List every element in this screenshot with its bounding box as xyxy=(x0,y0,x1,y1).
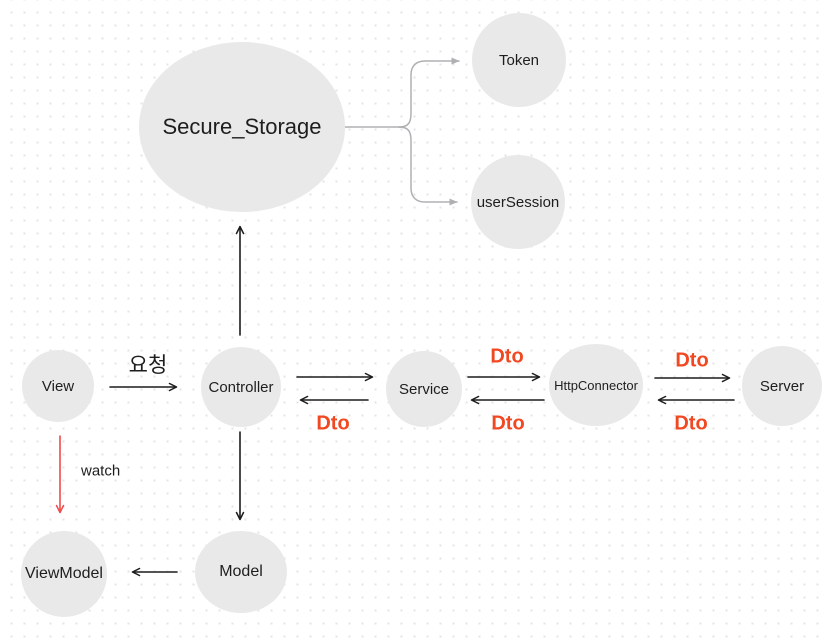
edge-label-dto-server-to-connector[interactable]: Dto xyxy=(674,412,708,435)
node-viewmodel-label: ViewModel xyxy=(25,565,103,582)
node-httpconnector[interactable]: HttpConnector xyxy=(549,344,643,426)
node-secure-storage-label: Secure_Storage xyxy=(162,114,322,139)
node-secure-storage[interactable]: Secure_Storage xyxy=(139,42,345,212)
node-server-label: Server xyxy=(759,377,805,395)
node-controller-label: Controller xyxy=(208,378,274,396)
node-viewmodel[interactable]: ViewModel xyxy=(21,531,107,617)
edge-label-dto-service-to-controller[interactable]: Dto xyxy=(316,412,350,435)
edge-label-watch[interactable]: watch xyxy=(81,462,121,480)
node-token-label: Token xyxy=(498,51,540,69)
edge-label-request[interactable]: 요청 xyxy=(128,354,168,377)
node-usersession-label: userSession xyxy=(476,193,560,211)
node-model[interactable]: Model xyxy=(195,531,287,613)
node-view[interactable]: View xyxy=(22,350,94,422)
edge-label-dto-service-to-connector[interactable]: Dto xyxy=(490,345,524,368)
node-usersession[interactable]: userSession xyxy=(471,155,565,249)
node-service-label: Service xyxy=(398,380,450,398)
node-service[interactable]: Service xyxy=(386,351,462,427)
node-httpconnector-label: HttpConnector xyxy=(554,377,638,393)
connector-securestorage-to-usersession[interactable] xyxy=(398,126,458,206)
node-model-label: Model xyxy=(219,563,263,580)
connector-securestorage-to-token[interactable] xyxy=(398,57,460,128)
node-server[interactable]: Server xyxy=(742,346,822,426)
edge-label-dto-connector-to-service[interactable]: Dto xyxy=(491,412,525,435)
edge-label-dto-connector-to-server[interactable]: Dto xyxy=(675,349,709,372)
node-token[interactable]: Token xyxy=(472,13,566,107)
node-view-label: View xyxy=(41,377,75,395)
node-controller[interactable]: Controller xyxy=(201,347,281,427)
